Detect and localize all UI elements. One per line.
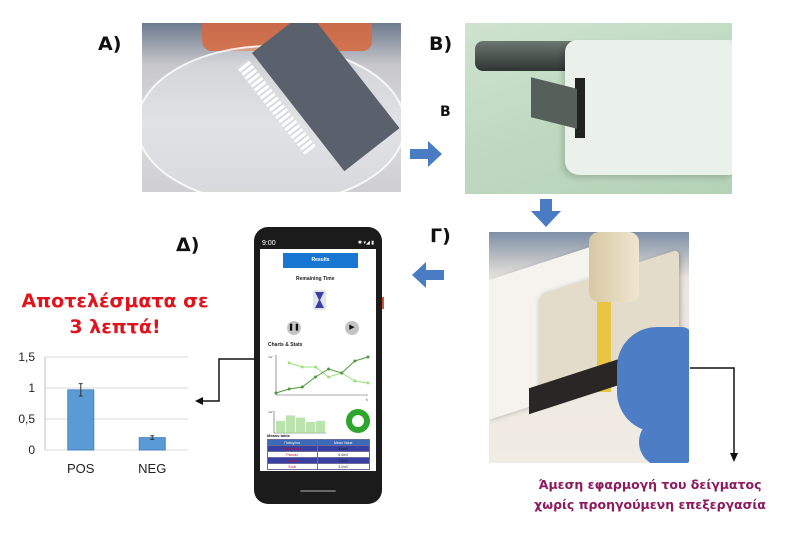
photo-a-petri-dish: [142, 23, 401, 192]
home-indicator[interactable]: [300, 490, 336, 492]
series-falling-line: [288, 362, 369, 384]
remaining-time-label: Remaining Time: [296, 276, 335, 282]
line-chart-xlabel: 5: [366, 398, 368, 402]
mini-bar-chart: mV: [268, 410, 326, 434]
series-rising-point: [340, 371, 344, 375]
series-rising-point: [327, 367, 331, 371]
donut-ring: [346, 409, 370, 433]
series-falling-point: [287, 361, 291, 365]
series-falling-point: [313, 365, 317, 369]
y-tick-label: 0: [28, 443, 35, 457]
line-chart-ylabel: mV: [268, 355, 273, 359]
reader-slot: [575, 78, 585, 138]
mini-bar: [286, 415, 295, 433]
mini-bar: [306, 422, 315, 433]
x-tick-label: NEG: [138, 461, 166, 476]
donut-chart: [346, 409, 370, 433]
bar-pos: [67, 389, 95, 451]
panel-label-b: B): [429, 33, 453, 55]
y-tick-label: 1: [28, 381, 35, 395]
y-tick-label: 0,5: [18, 412, 35, 426]
gloved-hand-lower: [639, 417, 689, 463]
panel-sublabel-b: B: [440, 104, 451, 120]
arrow-right-icon: [410, 141, 442, 167]
series-falling-point: [327, 375, 331, 379]
series-rising-line: [275, 356, 369, 394]
panel-label-a: A): [98, 33, 122, 55]
series-rising-point: [287, 387, 291, 391]
series-rising-point: [366, 355, 370, 359]
pause-icon: ❚❚: [288, 324, 300, 331]
status-icons: ✱ ▾◢ ▮: [357, 240, 374, 246]
headline-line2: 3 λεπτά!: [69, 316, 161, 338]
panel-label-c: Γ): [430, 225, 451, 247]
table-row: Ecoli 3.2mV: [267, 463, 371, 470]
mini-bar: [296, 417, 305, 433]
connector-arrow-to-caption-icon: [690, 367, 738, 462]
series-rising-point: [353, 359, 357, 363]
panel-label-d: Δ): [176, 234, 200, 256]
hourglass-icon: [313, 290, 326, 310]
x-tick-label: POS: [67, 461, 95, 476]
smartphone-app: 9:00 ✱ ▾◢ ▮ Results Remaining Time ❚❚ ▶ …: [254, 227, 384, 504]
mini-bar: [316, 420, 325, 433]
sample-caption: Άμεση εφαρμογή του δείγματος χωρίς προηγ…: [500, 475, 800, 515]
mini-bar: [276, 420, 285, 433]
arrow-left-icon: [412, 262, 444, 288]
results-headline: Αποτελέσματα σε 3 λεπτά!: [20, 288, 210, 340]
series-falling-point: [366, 381, 370, 385]
play-button[interactable]: ▶: [345, 321, 359, 335]
status-time: 9:00: [262, 240, 276, 247]
pause-button[interactable]: ❚❚: [287, 321, 301, 335]
mini-bar-ylabel: mV: [268, 410, 273, 414]
line-chart: mV 5: [268, 355, 370, 402]
series-falling-point: [353, 379, 357, 383]
power-button: [382, 297, 384, 309]
cell-value: 3.2mV: [316, 463, 371, 470]
connector-arrow-to-chart-icon: [195, 358, 254, 405]
series-rising-point: [313, 375, 317, 379]
headline-line1: Αποτελέσματα σε: [21, 290, 209, 312]
series-rising-point: [274, 391, 278, 395]
caption-line1: Άμεση εφαρμογή του δείγματος: [538, 477, 762, 492]
app-screen: Results Remaining Time ❚❚ ▶ Charts & Sta…: [260, 249, 376, 471]
status-bar: 9:00 ✱ ▾◢ ▮: [260, 240, 376, 249]
play-icon: ▶: [349, 324, 355, 331]
means-table-title: Means table: [267, 433, 290, 438]
results-button[interactable]: Results: [283, 253, 358, 268]
reader-device: [565, 40, 732, 175]
photo-b-reader: [465, 23, 732, 194]
series-falling-point: [300, 365, 304, 369]
pipette-handle: [589, 232, 639, 302]
series-rising-point: [300, 385, 304, 389]
y-tick-label: 1,5: [18, 350, 35, 364]
photo-c-pipette: [489, 232, 689, 463]
charts-stats-label: Charts & Stats: [268, 342, 303, 348]
gloved-hand: [617, 327, 689, 432]
means-table: Παθογόνο Mean Value Salmonella 5.6mV Pse…: [267, 439, 371, 470]
arrow-down-icon: [531, 199, 561, 227]
caption-line2: χωρίς προηγούμενη επεξεργασία: [534, 497, 766, 512]
cell-pathogen: Ecoli: [267, 463, 318, 470]
